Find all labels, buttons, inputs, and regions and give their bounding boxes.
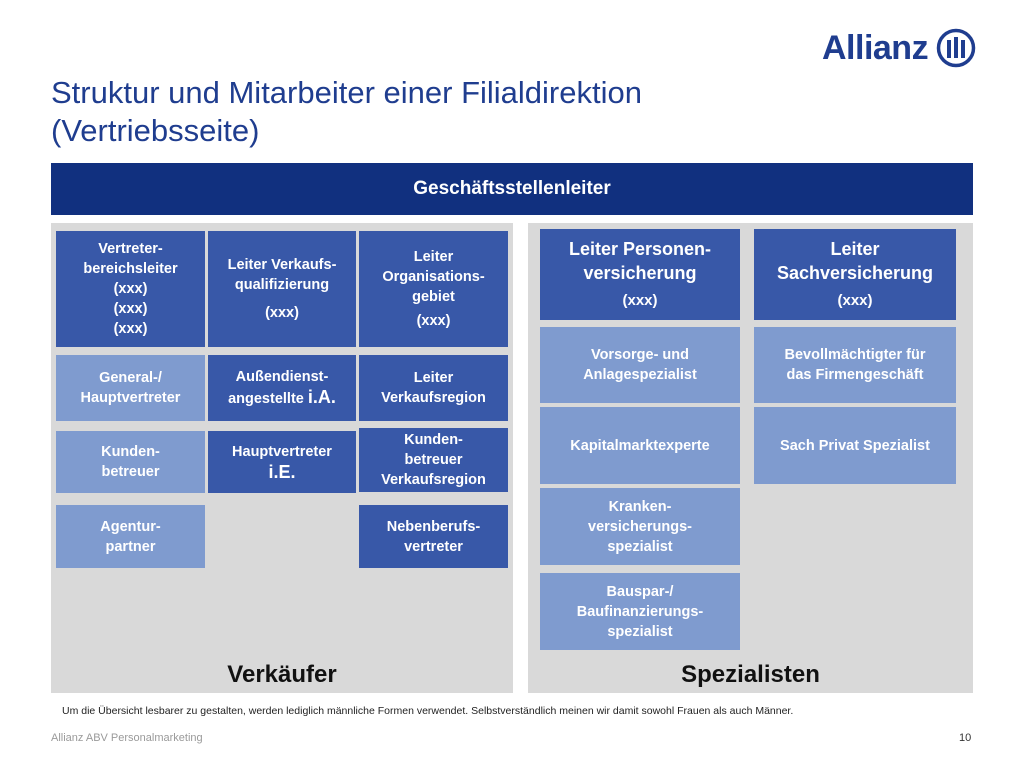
- box-vertreterbereichsleiter: Vertreter-bereichsleiter (xxx)(xxx) (xxx…: [56, 231, 205, 347]
- box-kundenbetreuer-verkaufsregion: Kunden-betreuer Verkaufsregion: [359, 428, 508, 492]
- box-leiter-verkaufsqualifizierung: Leiter Verkaufs-qualifizierung (xxx): [208, 231, 356, 347]
- page-number: 10: [959, 732, 972, 744]
- allianz-eagle-icon: [936, 28, 976, 68]
- box-nebenberufsvertreter: Nebenberufs-vertreter: [359, 505, 508, 568]
- box-kundenbetreuer: Kunden-betreuer: [56, 431, 205, 493]
- allianz-logo: Allianz: [822, 28, 976, 68]
- header-geschaeftsstellenleiter: Geschäftsstellenleiter: [51, 163, 973, 215]
- box-agenturpartner: Agentur-partner: [56, 505, 205, 568]
- box-sach-privat-spezialist: Sach Privat Spezialist: [754, 407, 956, 484]
- footnote: Um die Übersicht lesbarer zu gestalten, …: [62, 705, 794, 717]
- box-aussendienstangestellte: Außendienst- angestellte i.A.: [208, 355, 356, 421]
- box-general-hauptvertreter: General-/Hauptvertreter: [56, 355, 205, 421]
- box-kapitalmarktexperte: Kapitalmarktexperte: [540, 407, 740, 484]
- panel-label-spezialisten: Spezialisten: [681, 661, 820, 688]
- brand-name: Allianz: [822, 28, 929, 67]
- footer-source: Allianz ABV Personalmarketing: [51, 732, 203, 744]
- panel-label-verkaeufer: Verkäufer: [227, 661, 337, 688]
- page-title: Struktur und Mitarbeiter einer Filialdir…: [51, 75, 642, 148]
- box-krankenversicherungsspezialist: Kranken-versicherungs- spezialist: [540, 488, 740, 565]
- box-hauptvertreter-ie: Hauptvertreter i.E.: [208, 431, 356, 493]
- box-leiter-personenversicherung: Leiter Personen-versicherung (xxx): [540, 229, 740, 320]
- box-bauspar-baufinanzierungsspezialist: Bauspar-/Baufinanzierungs- spezialist: [540, 573, 740, 650]
